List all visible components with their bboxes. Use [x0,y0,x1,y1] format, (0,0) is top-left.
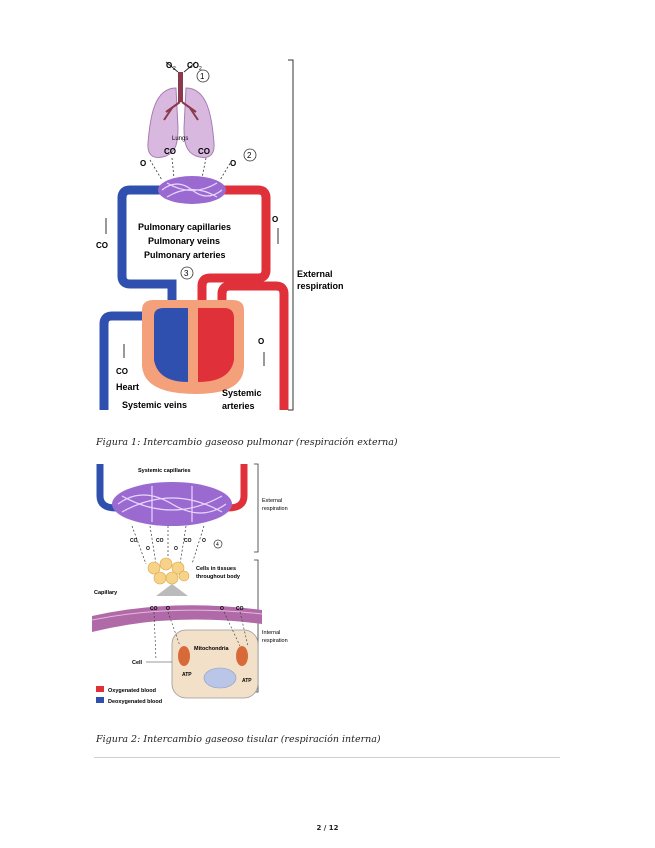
external-respiration-label-2: respiration [262,506,288,512]
o2-band-label-right: O [220,606,224,612]
external-respiration-label-2: respiration [297,281,344,291]
pulmonary-vein-vessel [197,185,271,310]
page-number: 2 / 12 [316,824,339,832]
cell [171,629,259,699]
capillary-wall [92,609,263,621]
lungs-label: Lungs [172,136,188,142]
step-3-number: 3 [184,269,189,278]
co2-lower-label: CO [116,367,128,376]
internal-respiration-label-2: respiration [262,638,288,644]
zoom-wedge [156,584,188,596]
step-1-number: 1 [200,72,205,81]
gas-exchange-dashes [131,525,205,565]
footer-divider [94,757,560,758]
external-respiration-bracket [288,59,294,411]
co2-mid-right-label: CO [198,147,210,156]
o2-lower-label: O [258,337,264,346]
cells-in-tissues-label-1: Cells in tissues [196,566,236,572]
o2-band-label-left: O [166,606,170,612]
heart-label: Heart [116,382,139,392]
bronchi [163,101,199,121]
legend-oxygenated-label: Oxygenated blood [108,688,156,694]
right-lung [183,87,215,158]
co2-label-c: CO [184,538,192,544]
pulmonary-artery-vessel [117,185,177,310]
co2-label-b: CO [156,538,164,544]
systemic-veins-label: Systemic veins [122,400,187,410]
systemic-arteries-label-2: arteries [222,401,255,411]
mitochondrion-right [236,646,248,666]
cell-nucleus [203,667,237,689]
systemic-artery-vessel [217,281,289,410]
co2-side-label: CO [96,241,108,250]
legend-oxygenated-swatch [96,686,104,692]
capillary-mesh [161,182,223,198]
cells-in-tissues-label-2: throughout body [196,574,241,580]
step-4-number: 4 [216,542,219,548]
step-4-marker [213,539,223,549]
internal-respiration-label-1: Internal [262,630,280,636]
systemic-capillaries-label: Systemic capillaries [138,468,191,474]
step-2-number: 2 [247,151,252,160]
o2-top-label: O [166,61,172,70]
systemic-vein-vessel [99,311,152,410]
pulmonary-exchange-diagram: O 2 CO 2 1 Lungs O CO CO O 2 CO O Pulmon… [96,59,344,411]
o2-right-label: O [230,159,236,168]
right-heart-chambers [154,308,188,382]
legend-deoxygenated-swatch [96,697,104,703]
external-respiration-bracket [254,463,259,553]
systemic-vein-vessel [96,464,117,512]
o2-left-label: O [140,159,146,168]
capillary-band [92,605,262,632]
left-lung [147,87,179,158]
capillary-mesh [117,486,227,522]
trachea [178,72,183,102]
co2-band-label-left: CO [150,606,158,612]
capillary-label: Capillary [94,590,118,596]
co2-label-a: CO [130,538,138,544]
o2-top-sub: 2 [173,66,176,72]
pulmonary-capillaries-label: Pulmonary capillaries [138,222,231,232]
step-3-marker [180,266,194,280]
o2-label-b: O [174,546,178,552]
systemic-artery-vessel [227,464,248,512]
external-respiration-label-1: External [297,269,333,279]
figure-1-caption: Figura 1: Intercambio gaseoso pulmonar (… [96,437,398,448]
co2-band-label-right: CO [236,606,244,612]
co2-top-sub: 2 [199,66,202,72]
o2-label-a: O [146,546,150,552]
cell-label: Cell [132,660,143,666]
pulmonary-arteries-label: Pulmonary arteries [144,250,226,260]
internal-exchange-dashes [153,611,249,661]
legend-deoxygenated-label: Deoxygenated blood [108,699,162,705]
tissue-cells [147,557,190,585]
mitochondrion-left [178,646,190,666]
gas-flow-arrows [165,61,197,73]
systemic-arteries-label-1: Systemic [222,388,262,398]
step-2-marker [243,148,257,162]
mitochondria-label: Mitochondria [194,646,229,652]
o2-side-label: O [272,215,278,224]
step-1-marker [196,69,210,83]
figure-2-caption: Figura 2: Intercambio gaseoso tisular (r… [96,734,381,745]
co2-top-label: CO [187,61,199,70]
co2-mid-left-label: CO [164,147,176,156]
tissue-exchange-diagram: Systemic capillaries External respiratio… [92,463,288,705]
left-heart-chambers [198,308,234,382]
external-respiration-label-1: External [262,498,282,504]
pulmonary-veins-label: Pulmonary veins [148,236,220,246]
atp-label-right: ATP [242,678,252,684]
o2-label-c: O [202,538,206,544]
atp-label-left: ATP [182,672,192,678]
